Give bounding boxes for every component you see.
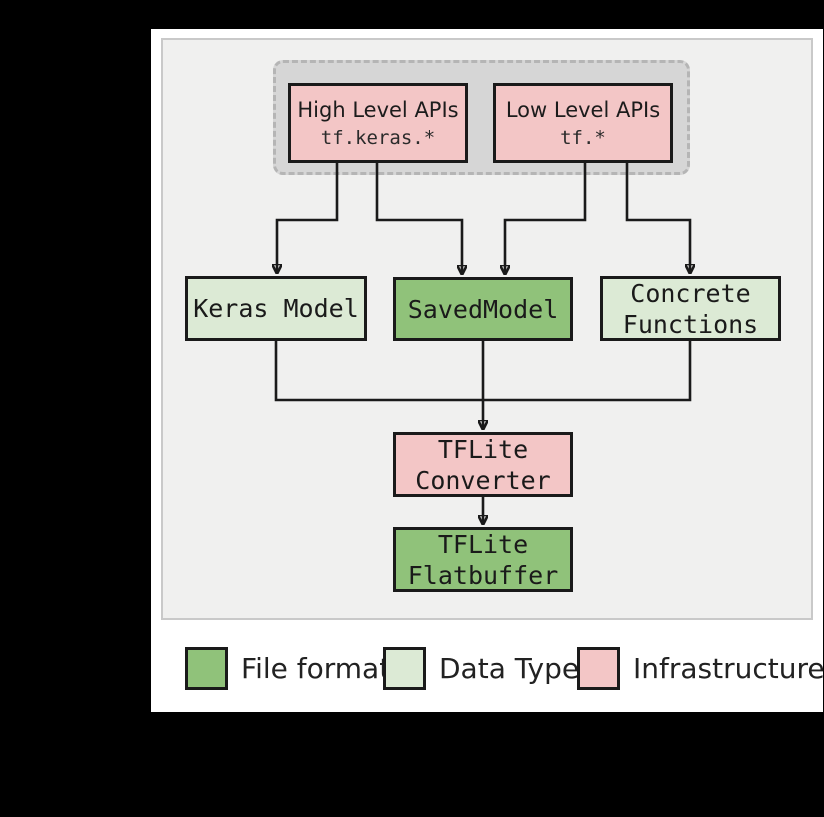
concrete-functions-line2: Functions: [622, 309, 759, 339]
node-saved-model: SavedModel: [393, 277, 573, 341]
tflite-converter-line1: TFLite: [437, 434, 529, 464]
infrastructure-swatch: [577, 646, 620, 690]
infrastructure-label: Infrastructure: [633, 651, 824, 685]
data-type-swatch: [383, 646, 426, 690]
node-concrete-functions: Concrete Functions: [600, 276, 781, 341]
tflite-flatbuffer-line2: Flatbuffer: [407, 560, 559, 590]
tflite-flatbuffer-line1: TFLite: [437, 529, 529, 559]
data-type-label: Data Type: [439, 651, 580, 685]
file-format-swatch: [185, 646, 228, 690]
low-level-apis-code: tf.*: [560, 126, 606, 149]
tflite-converter-line2: Converter: [415, 465, 551, 495]
node-low-level-apis: Low Level APIs tf.*: [493, 83, 673, 163]
legend-item-data-type: Data Type: [383, 646, 579, 690]
node-tflite-flatbuffer: TFLite Flatbuffer: [393, 527, 573, 592]
keras-model-label: Keras Model: [193, 294, 359, 323]
legend-item-infrastructure: Infrastructure: [577, 646, 824, 690]
node-tflite-converter: TFLite Converter: [393, 432, 573, 497]
concrete-functions-line1: Concrete: [630, 278, 751, 308]
high-level-apis-code: tf.keras.*: [320, 126, 436, 149]
node-keras-model: Keras Model: [185, 276, 367, 341]
low-level-apis-title: Low Level APIs: [505, 97, 661, 122]
saved-model-label: SavedModel: [407, 294, 559, 324]
high-level-apis-title: High Level APIs: [297, 97, 459, 122]
file-format-label: File format: [241, 651, 391, 685]
node-high-level-apis: High Level APIs tf.keras.*: [288, 83, 468, 163]
legend-item-file-format: File format: [185, 646, 390, 690]
legend: File format Data Type Infrastructure: [0, 646, 824, 690]
